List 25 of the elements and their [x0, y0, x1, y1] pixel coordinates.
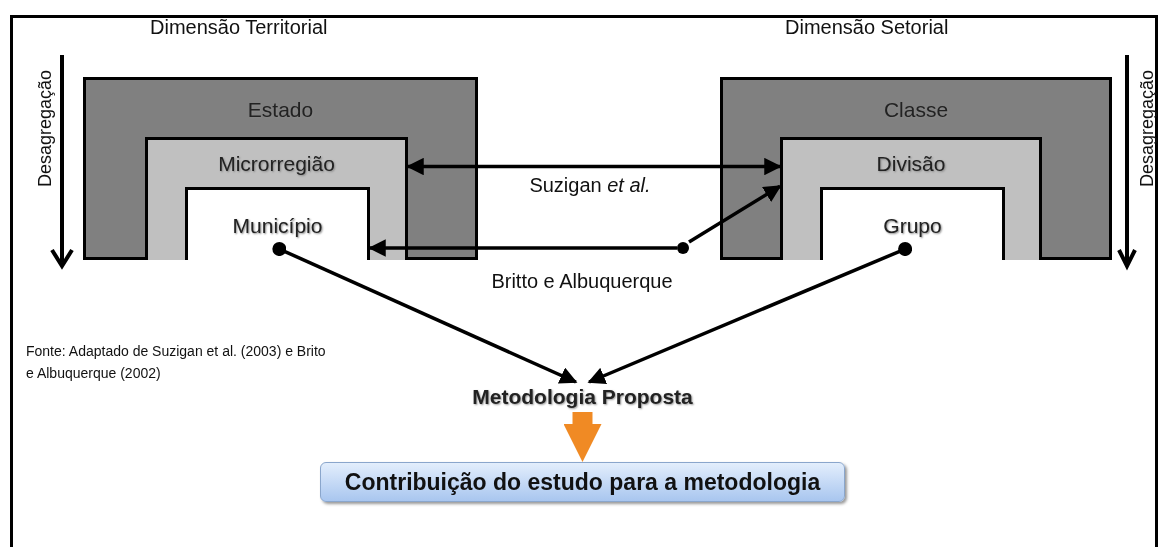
level-box: [720, 77, 1112, 260]
arrow: [563, 412, 602, 462]
level-name: Divisão: [876, 151, 946, 177]
level-name: Grupo: [883, 213, 942, 239]
axis-label: Desagregação: [1136, 70, 1158, 188]
result-heading: Metodologia Proposta: [472, 382, 693, 412]
level-name: Classe: [883, 97, 949, 123]
arrow: [688, 184, 782, 244]
dimension-title: Dimensão Territorial: [150, 15, 328, 40]
arrow: [587, 242, 913, 384]
source-note: Fonte: Adaptado de Suzigan et al. (2003) e Brito e Albuquerque (2002): [26, 342, 326, 383]
level-name: Estado: [247, 97, 314, 123]
result-box: Contribuição do estudo para a metodologia: [320, 462, 845, 502]
arrow: [272, 242, 578, 384]
level-box: [83, 77, 478, 260]
level-box: [145, 137, 408, 260]
axis-label: Desagregação: [34, 70, 56, 188]
dimension-title: Dimensão Setorial: [785, 15, 949, 40]
level-box: [820, 187, 1005, 260]
level-name: Microrregião: [218, 151, 335, 177]
level-box: [780, 137, 1042, 260]
level-box: [185, 187, 370, 260]
arrow: [406, 157, 782, 176]
arrow: [368, 239, 677, 257]
level-name: Município: [232, 213, 323, 239]
